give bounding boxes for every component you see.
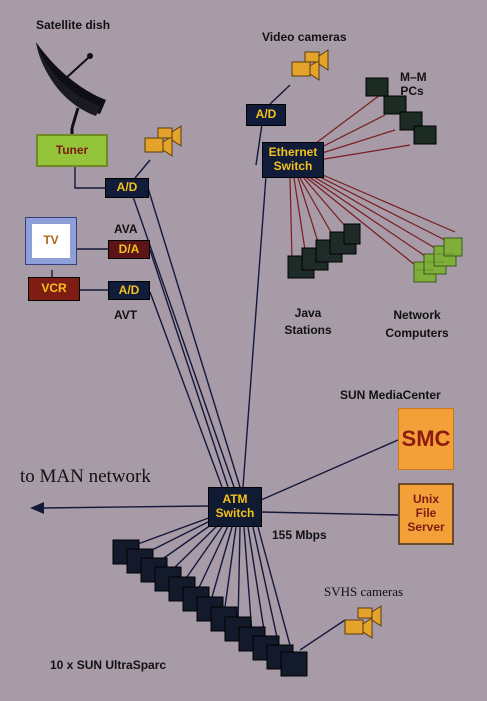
link-camera-ad <box>134 159 151 179</box>
arrow-head <box>30 502 44 514</box>
link-unix-atm <box>260 511 399 516</box>
mm-pcs-label-line2: PCs <box>400 84 424 98</box>
atm-label-line1: ATM <box>222 492 248 507</box>
ad-converter-video: A/D <box>246 104 286 126</box>
atm-label-line2: Switch <box>215 506 255 520</box>
ultrasparc-label: 10 x SUN UltraSparc <box>50 658 167 672</box>
da-label: D/A <box>118 241 140 256</box>
link-smc-atm <box>260 439 399 501</box>
to-man-network-label: to MAN network <box>20 466 151 487</box>
svhs-camera-icon <box>344 605 382 639</box>
link-man-network <box>41 505 209 509</box>
avt-label: AVT <box>114 308 138 322</box>
da-converter: D/A <box>108 240 150 259</box>
unix-label-line2: File <box>415 506 437 521</box>
smc-label: SMC <box>401 426 451 452</box>
link-ad-top-atm <box>129 187 235 488</box>
link-ad-top-atm-2 <box>147 187 241 488</box>
network-computers-label-line2: Computers <box>385 326 449 340</box>
mm-pcs-label-line1: M–M <box>400 70 427 84</box>
java-stations-label-line2: Stations <box>284 323 332 337</box>
ava-label: AVA <box>114 222 138 236</box>
unix-label-line1: Unix <box>412 492 439 507</box>
tuner-box: Tuner <box>36 134 108 167</box>
unix-file-server-box: Unix File Server <box>398 483 454 545</box>
vcr-label: VCR <box>41 281 67 296</box>
java-stations-label-line1: Java <box>294 306 322 320</box>
link-tuner-ad <box>74 167 105 189</box>
svhs-cameras-label: SVHS cameras <box>324 584 404 599</box>
tv-box: TV <box>25 217 77 265</box>
speed-label: 155 Mbps <box>272 528 327 542</box>
video-camera-icon-top <box>291 49 329 81</box>
java-station-icons <box>287 223 361 279</box>
tv-label: TV <box>43 233 59 248</box>
ad-converter-top: A/D <box>105 178 149 198</box>
network-computers-label-line1: Network <box>393 308 441 322</box>
link-ethernet-atm <box>242 175 267 488</box>
video-cameras-label: Video cameras <box>262 30 347 44</box>
ultrasparc-icons <box>112 539 308 677</box>
ad-converter-vcr: A/D <box>108 281 150 300</box>
link-da-atm <box>149 249 229 488</box>
satellite-dish-icon <box>36 42 106 134</box>
ad-top-label: A/D <box>116 180 138 195</box>
tuner-label: Tuner <box>55 142 89 157</box>
network-computer-icons <box>413 237 463 283</box>
atm-switch-box: ATM Switch <box>208 487 262 527</box>
satellite-dish-label: Satellite dish <box>36 18 111 32</box>
link-svhs-atm <box>299 619 346 651</box>
ad-video-label: A/D <box>255 107 277 122</box>
ethernet-label-line1: Ethernet <box>268 145 318 160</box>
smc-box: SMC <box>398 408 454 470</box>
unix-label-line3: Server <box>407 519 445 534</box>
ethernet-switch-box: Ethernet Switch <box>262 142 324 178</box>
vcr-box: VCR <box>28 277 80 301</box>
mm-pc-icons <box>365 77 437 145</box>
sun-mediacenter-label: SUN MediaCenter <box>340 388 441 402</box>
ad-vcr-label: A/D <box>118 282 140 297</box>
link-ad-vcr-atm <box>149 291 223 488</box>
link-videocam-ad <box>269 84 291 105</box>
ethernet-label-line2: Switch <box>273 159 313 173</box>
link-ad-video-atm <box>255 123 263 166</box>
video-camera-icon-left <box>144 125 182 157</box>
